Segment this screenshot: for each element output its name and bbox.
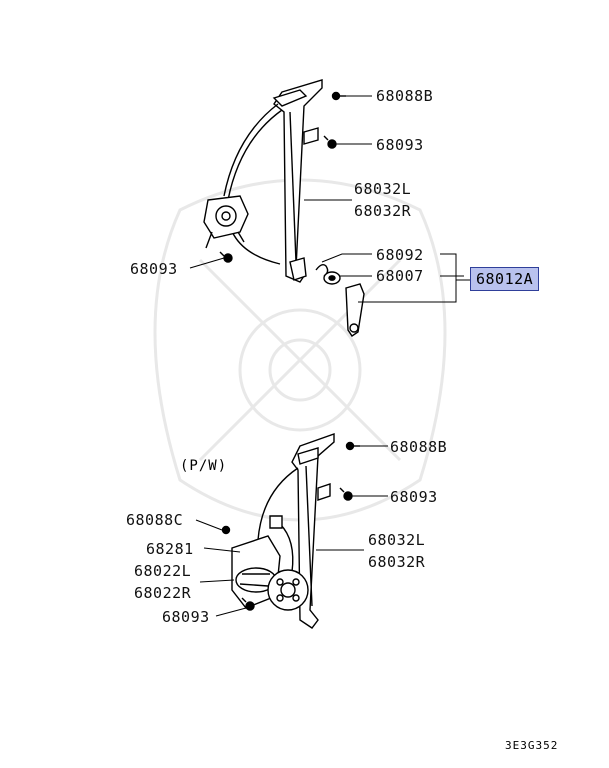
label-68032L-upper: 68032L	[354, 180, 412, 198]
label-68088B-lower: 68088B	[390, 438, 448, 456]
power-window-note: (P/W)	[180, 458, 228, 474]
washer-68007	[323, 271, 341, 285]
label-68093-upper: 68093	[376, 136, 424, 154]
gear-icon	[267, 569, 309, 611]
lower-leader-lines	[195, 445, 388, 617]
label-68088C: 68088C	[126, 511, 184, 529]
bolt-icon-68088B-upper	[331, 91, 346, 101]
label-68022L: 68022L	[134, 562, 192, 580]
label-68093-left: 68093	[130, 260, 178, 278]
diagram-code: 3E3G352	[505, 739, 559, 752]
lower-regulator	[221, 433, 360, 629]
label-68032R-lower: 68032R	[368, 553, 426, 571]
bolt-icon-68093-left	[219, 251, 233, 263]
bolt-icon-68093-upper	[323, 135, 337, 149]
bolt-icon-68088B-lower	[345, 441, 360, 451]
handle-icon-68012A	[345, 283, 365, 337]
watermark-emblem	[153, 178, 447, 522]
bolt-icon-68088C	[221, 525, 231, 535]
bolt-icon-68093-motor	[241, 597, 255, 611]
highlighted-part-68012A[interactable]: 68012A	[470, 267, 540, 291]
label-68281: 68281	[146, 540, 194, 558]
label-68093-motor: 68093	[162, 608, 210, 626]
upper-regulator	[203, 79, 365, 337]
bolt-icon-68093-lower	[339, 487, 353, 501]
label-68088B-upper: 68088B	[376, 87, 434, 105]
label-68032L-lower: 68032L	[368, 531, 426, 549]
label-68007: 68007	[376, 267, 424, 285]
label-68093-lower: 68093	[390, 488, 438, 506]
upper-leader-lines	[189, 95, 470, 303]
label-68022R: 68022R	[134, 584, 192, 602]
label-68032R-upper: 68032R	[354, 202, 412, 220]
label-68092: 68092	[376, 246, 424, 264]
